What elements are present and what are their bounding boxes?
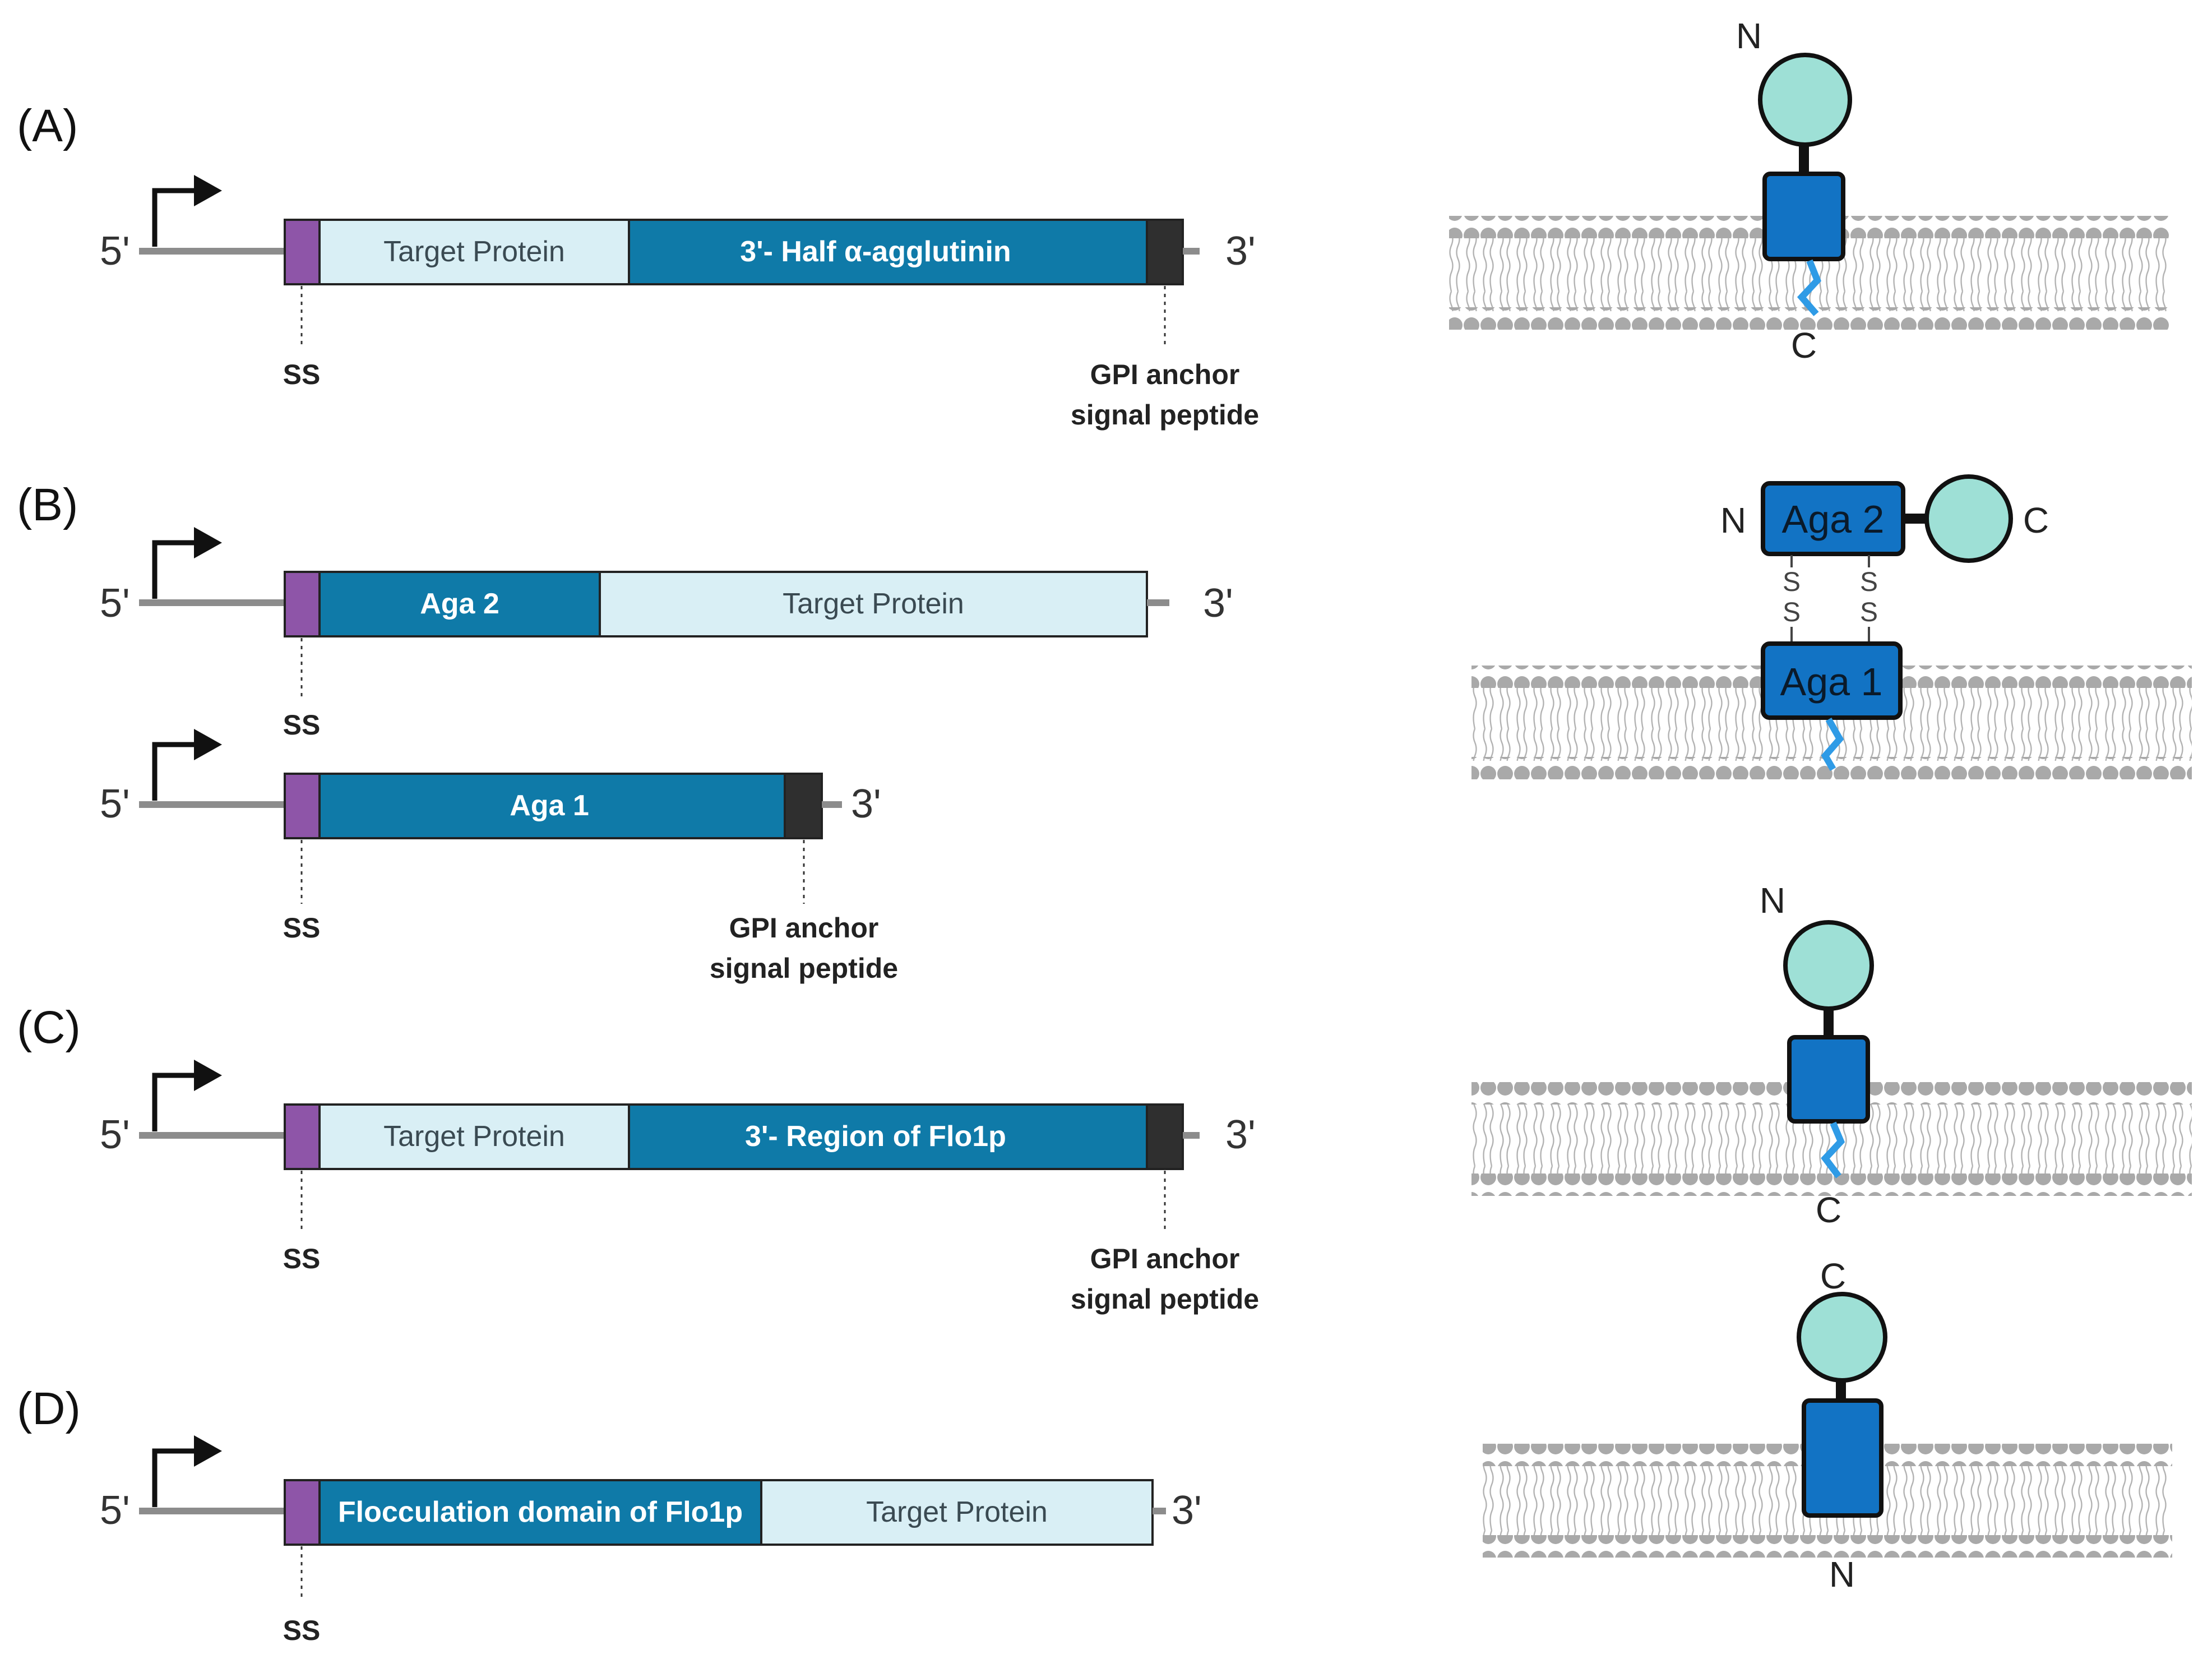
panel-d-label: (D) [17,1383,81,1434]
target-protein-ball [1797,1292,1887,1383]
gpi-annotation-line1: GPI anchor [729,912,879,944]
sulfur-label: S [1783,567,1801,597]
membrane-a: N C [1449,16,2169,366]
five-prime-label: 5' [100,782,130,826]
five-prime-label: 5' [100,581,130,626]
target-protein-ball [1758,53,1852,147]
aga1-box-label: Aga 1 [1780,660,1883,704]
flocculation-domain-segment [318,1479,762,1546]
flo1p-region-label: 3'- Region of Flo1p [745,1120,1006,1153]
gpi-signal-segment [784,773,823,839]
gpi-annotation-line1: GPI anchor [1090,1243,1240,1274]
aga1-box [1761,641,1903,720]
aga2-box-label: Aga 2 [1782,497,1885,541]
promoter-arrow-icon [155,1060,222,1131]
target-protein-label: Target Protein [383,1120,565,1153]
ss-annotation: SS [283,359,321,390]
five-prime-label: 5' [100,1488,130,1533]
construct-d: 5' Flocculation domain of Flo1p Target P… [100,1435,1202,1646]
promoter-arrow-icon [155,729,222,801]
promoter-arrow-icon [155,1435,222,1507]
gpi-signal-segment [1146,219,1184,285]
target-protein-ball [1783,920,1874,1011]
half-agglutinin-segment [628,219,1148,285]
signal-sequence-segment [284,219,321,285]
n-terminus-label: N [1760,880,1785,921]
sulfur-label: S [1783,598,1801,627]
signal-sequence-segment [284,1103,321,1170]
three-prime-label: 3' [851,782,881,826]
gpi-anchor-link [1821,1121,1845,1179]
c-terminus-label: C [1816,1190,1841,1230]
target-protein-ball [1924,474,2013,563]
anchor-protein-box [1762,172,1845,261]
gpi-annotation-line2: signal peptide [710,953,898,984]
half-agglutinin-label: 3'- Half α-agglutinin [740,235,1011,268]
aga2-segment [318,571,601,637]
sulfur-label: S [1860,598,1878,627]
panel-b: (B) 5' Aga 2 Target Protein 3' SS 5' Aga… [17,474,2192,984]
lipid-heads-bottom [1471,1173,2192,1196]
target-protein-segment [599,571,1148,637]
gpi-anchor-link [1797,259,1821,316]
sulfur-label: S [1860,567,1878,597]
anchor-protein-box [1802,1398,1884,1518]
construct-a: 5' Target Protein 3'- Half α-agglutinin … [100,175,1259,431]
aga2-label: Aga 2 [420,588,499,620]
ss-annotation: SS [283,912,321,944]
signal-sequence-segment [284,571,321,637]
five-prime-label: 5' [100,1112,130,1157]
n-terminus-label: N [1720,500,1746,540]
gpi-annotation-line1: GPI anchor [1090,359,1240,390]
disulfide-bonds: S S S S [1783,555,1878,644]
membrane-b: Aga 2 N C S S S S Aga 1 [1471,474,2192,779]
target-protein-segment [318,1103,630,1170]
panel-a-label: (A) [17,100,78,151]
n-terminus-label: N [1736,16,1762,56]
ss-annotation: SS [283,709,321,741]
flo1p-region-segment [628,1103,1148,1170]
signal-sequence-segment [284,773,321,839]
flocculation-domain-label: Flocculation domain of Flo1p [338,1496,743,1528]
membrane-c: N C [1471,880,2192,1230]
panel-c-label: (C) [17,1002,81,1053]
c-terminus-label: C [1820,1256,1846,1296]
gpi-annotation-line2: signal peptide [1071,1283,1259,1315]
aga1-label: Aga 1 [510,789,589,822]
construct-b1: 5' Aga 2 Target Protein 3' SS [100,527,1233,741]
target-protein-segment [760,1479,1154,1546]
membrane-d: C N [1483,1256,2172,1595]
three-prime-label: 3' [1172,1488,1202,1533]
five-prime-label: 5' [100,229,130,274]
promoter-arrow-icon [155,175,222,247]
panel-c: (C) 5' Target Protein 3'- Region of Flo1… [17,880,2192,1315]
gpi-annotation-line2: signal peptide [1071,399,1259,431]
panel-a: (A) 5' Target Protein 3'- Half α-aggluti… [17,16,2169,431]
panel-b-label: (B) [17,479,78,530]
c-terminus-label: C [1791,325,1817,366]
target-protein-label: Target Protein [866,1496,1048,1528]
target-protein-label: Target Protein [783,588,964,620]
c-terminus-label: C [2023,500,2049,540]
three-prime-label: 3' [1203,581,1233,626]
construct-b2: 5' Aga 1 3' SS GPI anchor signal peptide [100,729,898,984]
ss-annotation: SS [283,1243,321,1274]
target-protein-label: Target Protein [383,235,565,268]
signal-sequence-segment [284,1479,321,1546]
construct-c: 5' Target Protein 3'- Region of Flo1p 3'… [100,1060,1259,1315]
three-prime-label: 3' [1225,229,1256,274]
n-terminus-label: N [1829,1554,1855,1595]
promoter-arrow-icon [155,527,222,599]
anchor-protein-box [1787,1035,1870,1124]
ss-annotation: SS [283,1615,321,1646]
gpi-anchor-link [1821,718,1844,771]
three-prime-label: 3' [1225,1112,1256,1157]
gpi-signal-segment [1146,1103,1184,1170]
panel-d: (D) 5' Flocculation domain of Flo1p Targ… [17,1256,2172,1646]
lipid-heads-bottom [1483,1535,2172,1558]
